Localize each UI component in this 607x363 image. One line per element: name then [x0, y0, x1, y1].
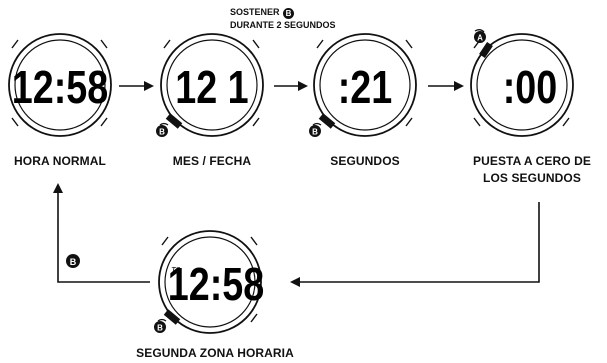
instruction-line-1: SOSTENER [230, 7, 280, 17]
button-a-marker: A [474, 29, 486, 43]
hold-instruction: SOSTENER B DURANTE 2 SEGUNDOS [230, 6, 336, 31]
button-a-pressed [479, 42, 493, 58]
label-segunda-zona: SEGUNDA ZONA HORARIA [136, 346, 294, 360]
watch-display: 12 1 [175, 61, 248, 112]
button-b-marker: B [154, 318, 167, 333]
watch-hora-normal: 12:58 [8, 33, 112, 137]
watch-face [166, 39, 258, 131]
svg-text:B: B [157, 324, 163, 333]
button-b-return-marker: B [66, 254, 80, 268]
flow-arrow-return [290, 202, 540, 287]
button-b-marker: B [309, 122, 322, 137]
watch-face [319, 39, 411, 131]
watch-display: :00 [503, 61, 558, 112]
watch-segunda-zona: T2 12:58 B [154, 230, 264, 334]
label-hora-normal: HORA NORMAL [14, 154, 106, 168]
button-b-badge: B [283, 8, 295, 19]
watch-face [14, 39, 106, 131]
watch-mes-fecha: 12 1 B [156, 33, 264, 137]
instruction-line-2: DURANTE 2 SEGUNDOS [230, 20, 336, 30]
svg-text:B: B [70, 257, 77, 267]
button-b-pressed [163, 309, 181, 325]
watch-segundos: :21 B [309, 33, 417, 137]
watch-puesta-cero: :00 A [470, 29, 574, 137]
label-puesta-cero: PUESTA A CERO DE LOS SEGUNDOS [472, 154, 592, 185]
label-segundos: SEGUNDOS [330, 154, 400, 168]
watch-display: 12:58 [168, 258, 264, 309]
button-b-marker: B [156, 122, 169, 137]
label-mes-fecha: MES / FECHA [172, 154, 252, 168]
button-b-pressed [318, 113, 336, 129]
watch-display: :21 [338, 61, 393, 112]
watch-display: 12:58 [12, 61, 108, 112]
button-b-pressed [165, 113, 183, 129]
svg-text:B: B [312, 128, 318, 137]
flow-arrow-back [53, 183, 150, 283]
watch-mode-tag: T2 [171, 266, 181, 275]
watch-face [476, 39, 568, 131]
svg-text:B: B [159, 128, 165, 137]
svg-text:A: A [477, 34, 483, 43]
watch-face [164, 236, 256, 328]
